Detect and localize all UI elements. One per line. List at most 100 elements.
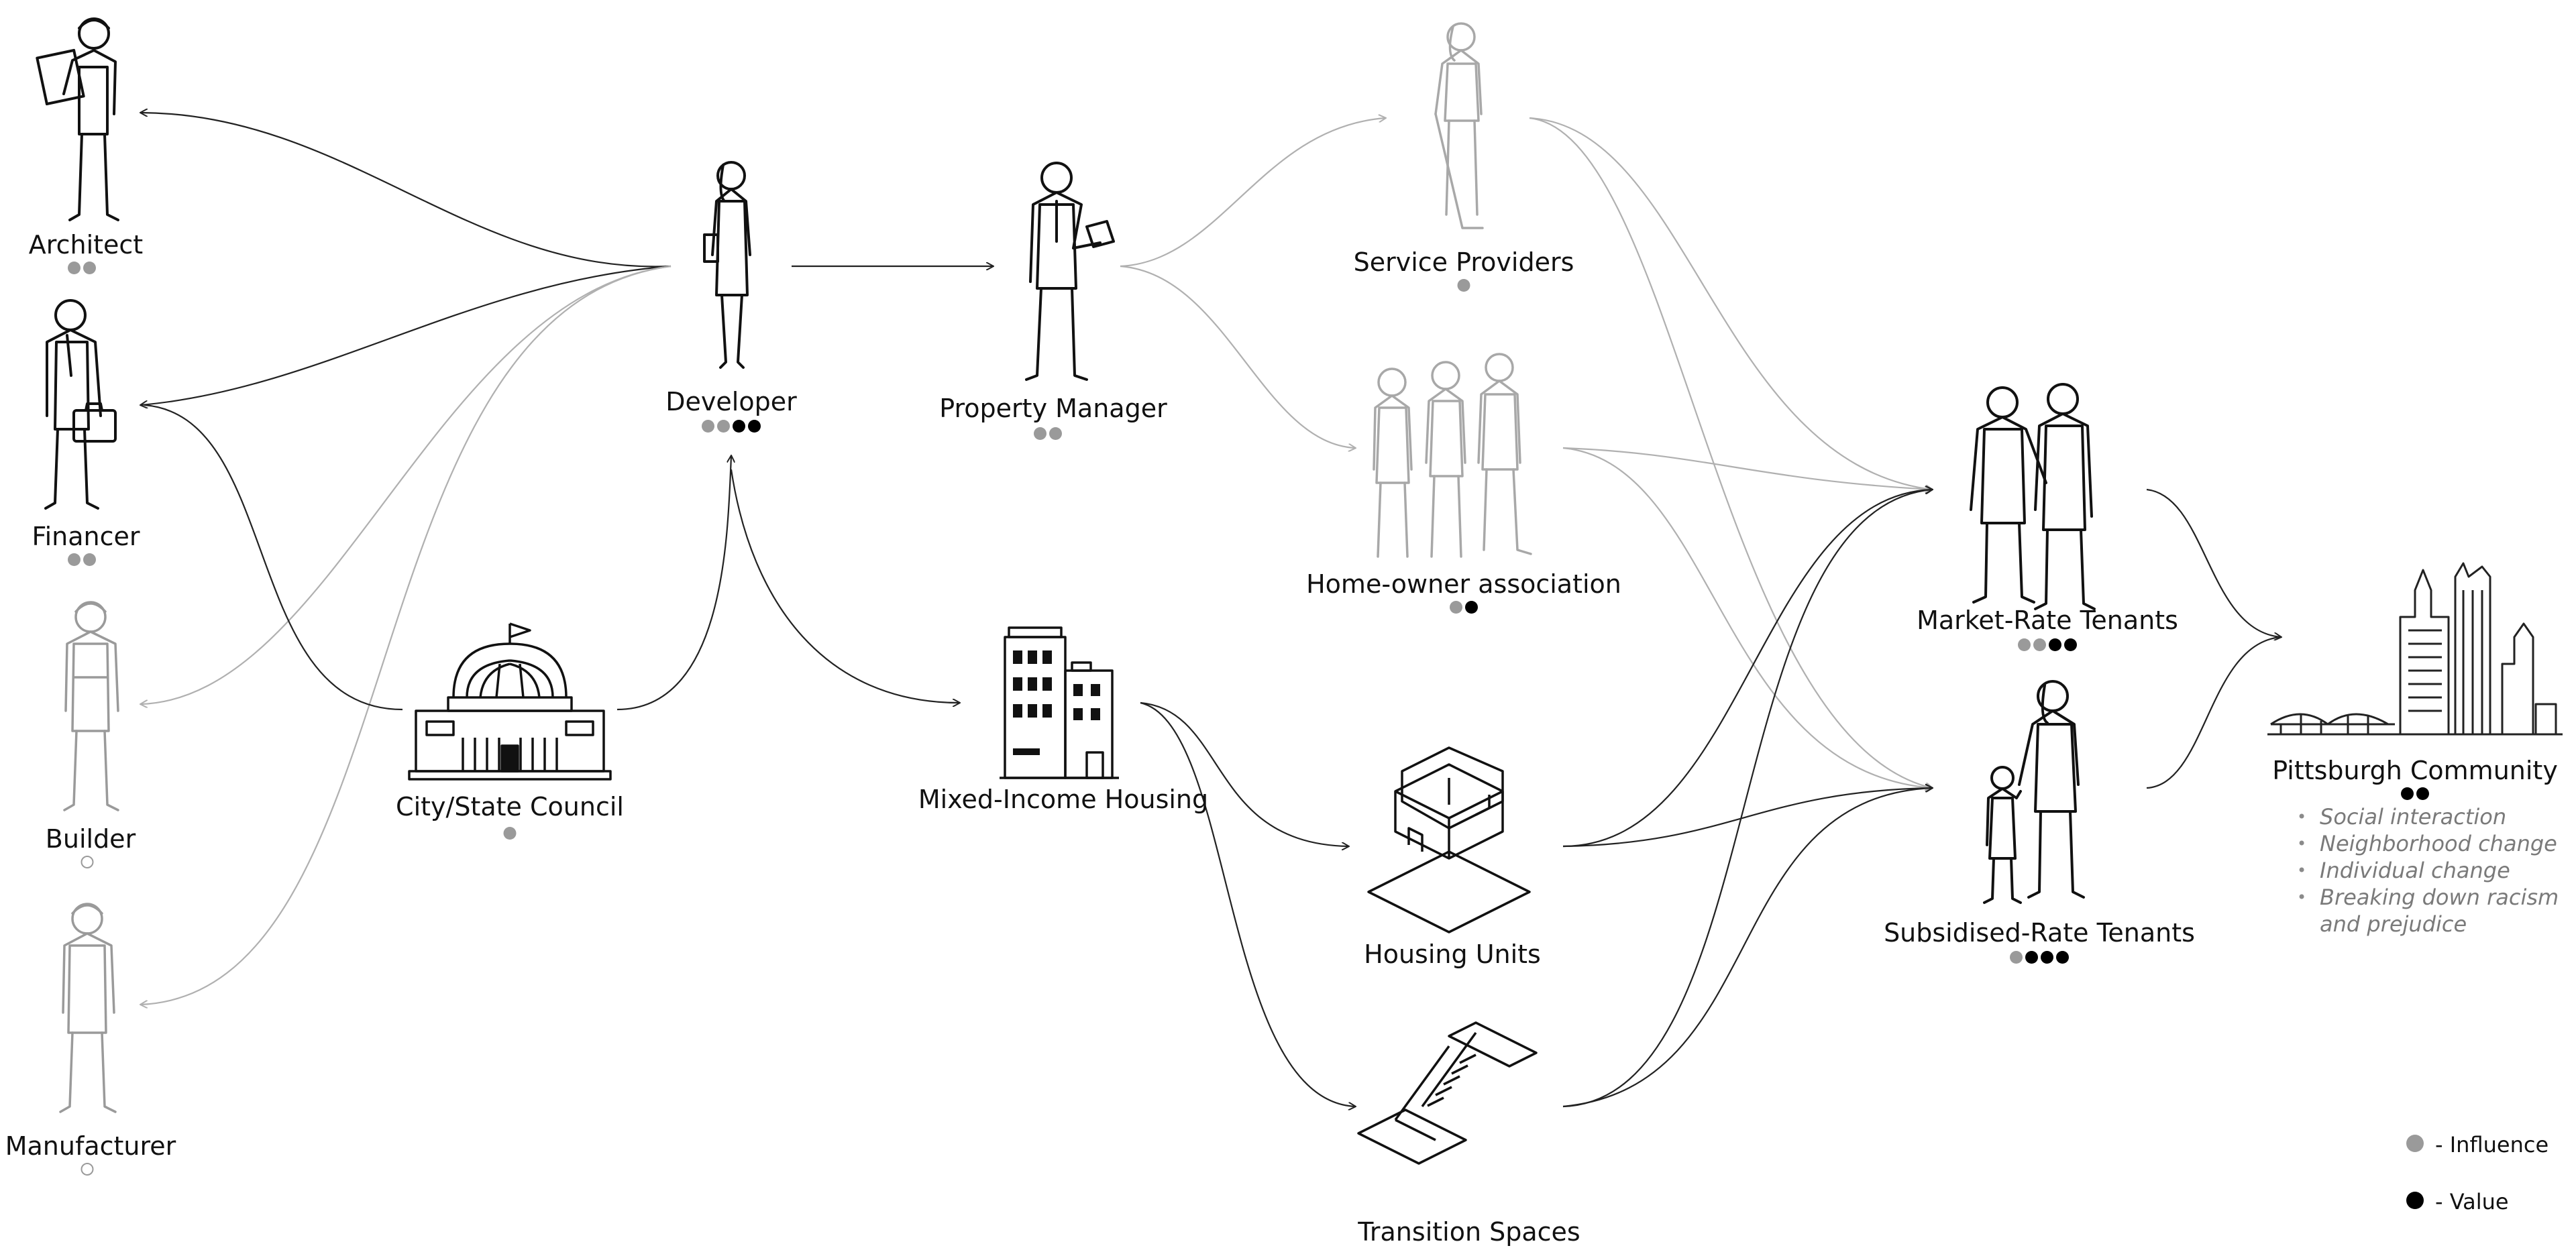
outcome-item: Breaking down racism [2294, 884, 2559, 911]
edge-service-subsidised [1529, 117, 1932, 788]
developer-label: Developer [665, 387, 797, 416]
influence-dot [2018, 638, 2031, 651]
outcome-item: Social interaction [2294, 803, 2559, 830]
value-dot [2416, 787, 2429, 800]
influence-dot [2033, 638, 2046, 651]
developer-dots [702, 420, 761, 433]
housing-units-label: Housing Units [1364, 940, 1541, 969]
financer-dots [68, 553, 96, 566]
pittsburgh-label: Pittsburgh Community [2272, 756, 2558, 785]
builder-figure [63, 601, 119, 811]
influence-dot [68, 262, 80, 274]
subsidised-rate-figure [1983, 680, 2085, 904]
edge-units-subsidised [1562, 788, 1932, 848]
legend-value-dot [2406, 1192, 2424, 1209]
subsidised-rate-label: Subsidised-Rate Tenants [1884, 918, 2195, 948]
hoa-figure [1373, 353, 1532, 558]
legend-value: - Value [2435, 1189, 2509, 1214]
architect-label: Architect [28, 230, 144, 260]
hoa-dots [1450, 601, 1478, 614]
value-dot [733, 420, 745, 433]
builder-label: Builder [45, 824, 136, 854]
value-dot [2049, 638, 2061, 651]
property-manager-figure [1025, 162, 1115, 381]
hoa-label: Home-owner association [1306, 569, 1621, 599]
market-rate-figure [1970, 383, 2096, 610]
influence-dot [1034, 427, 1046, 440]
influence-dot [1049, 427, 1062, 440]
transition-spaces-label: Transition Spaces [1358, 1217, 1580, 1247]
edge-mixed-units [1140, 701, 1348, 846]
architect-dots [68, 262, 96, 274]
legend-value-label: - Value [2435, 1189, 2509, 1214]
manufacturer-figure [59, 903, 117, 1113]
edge-hoa-market [1562, 447, 1932, 490]
edge-developer-architect [141, 113, 672, 268]
value-dot [1465, 601, 1478, 614]
outcome-item: Individual change [2294, 857, 2559, 884]
service-provider-figure [1434, 22, 1484, 229]
city-council-building [408, 622, 612, 781]
empty-dot [80, 856, 94, 868]
outcome-item: Neighborhood change [2294, 830, 2559, 857]
legend-influence-dot [2406, 1135, 2424, 1152]
edge-pm-hoa [1120, 265, 1355, 448]
influence-dot [717, 420, 730, 433]
connections [141, 113, 2281, 1106]
legend-influence-label: - Influence [2435, 1132, 2549, 1157]
edge-mixed-transition [1140, 701, 1355, 1106]
edge-financer-council [144, 404, 403, 711]
city-council-dots [503, 827, 517, 840]
influence-dot [83, 553, 96, 566]
value-dot [2025, 951, 2038, 964]
housing-units-iso [1367, 746, 1531, 933]
market-rate-dots [2018, 638, 2077, 651]
edge-council-developer [616, 456, 731, 711]
edge-developer-financer [141, 265, 672, 405]
value-dot [2056, 951, 2069, 964]
value-dot [2041, 951, 2053, 964]
city-council-label: City/State Council [396, 792, 624, 821]
architect-figure [36, 17, 119, 221]
edge-subsidised-pittsburgh [2146, 636, 2282, 789]
market-rate-label: Market-Rate Tenants [1917, 606, 2178, 635]
influence-dot [83, 262, 96, 274]
value-dot [2401, 787, 2414, 800]
influence-dot [1450, 601, 1462, 614]
influence-dot [503, 827, 517, 840]
subsidised-rate-dots [2010, 951, 2069, 964]
edge-hoa-subsidised [1562, 447, 1932, 788]
edge-developer-manufacturer [141, 265, 672, 1005]
outcomes-list: Social interaction Neighborhood change I… [2294, 803, 2559, 937]
edge-units-market [1562, 490, 1932, 848]
edge-transition-market [1562, 490, 1932, 1108]
transition-stairs [1357, 1021, 1538, 1165]
edge-transition-subsidised [1562, 788, 1932, 1108]
manufacturer-dots [80, 1163, 94, 1176]
service-providers-dots [1457, 279, 1470, 292]
edge-pm-service [1120, 118, 1385, 268]
mixed-income-building [1000, 626, 1119, 779]
outcome-item-continuation: and prejudice [2320, 911, 2467, 937]
manufacturer-label: Manufacturer [5, 1131, 176, 1161]
value-dot [2064, 638, 2077, 651]
legend-influence: - Influence [2435, 1132, 2548, 1157]
builder-dots [80, 856, 94, 868]
property-manager-dots [1034, 427, 1062, 440]
pittsburgh-skyline [2267, 562, 2563, 736]
influence-dot [1457, 279, 1470, 292]
pittsburgh-dots [2401, 787, 2429, 800]
financer-figure [44, 299, 117, 510]
influence-dot [68, 553, 80, 566]
edge-developer-mixed [730, 469, 959, 703]
property-manager-label: Property Manager [939, 394, 1167, 423]
value-dot [748, 420, 761, 433]
influence-dot [702, 420, 714, 433]
edge-service-market [1529, 117, 1932, 490]
mixed-income-label: Mixed-Income Housing [918, 785, 1209, 814]
edge-developer-builder [141, 265, 672, 704]
edge-market-pittsburgh [2146, 488, 2281, 637]
service-providers-label: Service Providers [1353, 247, 1574, 277]
developer-figure [703, 161, 751, 369]
